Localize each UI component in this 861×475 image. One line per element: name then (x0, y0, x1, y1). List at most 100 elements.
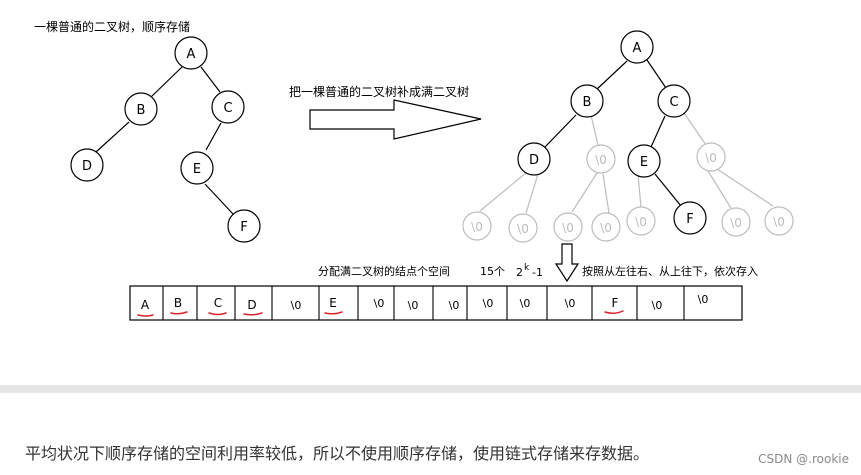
svg-text:\0: \0 (600, 221, 612, 235)
svg-text:\0: \0 (773, 215, 785, 229)
array-cell: \0 (565, 297, 576, 310)
array-cell: \0 (652, 299, 663, 312)
underline-a (137, 314, 154, 317)
null-node: \0 (586, 144, 616, 174)
edge-c-e (205, 122, 222, 151)
array-cell: \0 (520, 297, 531, 310)
null-node: \0 (553, 212, 583, 242)
full-node-label: E (640, 155, 648, 170)
edge-a-b (150, 66, 183, 98)
left-tree-node-e: E (180, 151, 214, 185)
array-cell: D (247, 298, 256, 312)
left-tree-edges (95, 66, 234, 215)
array-cell: A (141, 298, 150, 312)
array-cell: \0 (449, 299, 460, 312)
underline-b (170, 311, 188, 315)
underline-d (243, 312, 263, 316)
null-node: \0 (696, 142, 726, 172)
array-cell: F (612, 296, 619, 310)
full-tree-null-nodes: \0 \0 \0 \0 \0 \0 \0 \0 (462, 142, 794, 243)
left-tree-node-b: B (124, 92, 158, 126)
svg-text:\0: \0 (730, 216, 742, 230)
full-tree-node-b: B (570, 84, 604, 118)
array-cell: \0 (483, 297, 494, 310)
edge-a-b (595, 60, 628, 91)
edge-faded (683, 112, 707, 146)
array-note-order: 按照从左往右、从上往下，依次存入 (582, 264, 758, 278)
full-node-label: D (529, 153, 539, 168)
underline-c (208, 312, 227, 316)
svg-text:\0: \0 (562, 221, 574, 235)
edge-faded (479, 171, 528, 212)
array-dividers (162, 286, 685, 320)
full-tree-node-c: C (657, 84, 691, 118)
array-cell: C (214, 296, 222, 310)
edge-faded (707, 170, 732, 209)
edge-c-e (650, 115, 666, 148)
edge-e-f (654, 173, 682, 207)
array-cell: E (329, 296, 337, 310)
null-node: \0 (764, 206, 794, 236)
full-tree-node-f: F (673, 201, 707, 235)
left-title: 一棵普通的二叉树，顺序存储 (34, 19, 190, 34)
formula-tail: -1 (532, 266, 543, 279)
right-arrow-icon (309, 99, 482, 140)
left-node-label: A (187, 47, 196, 62)
left-tree-node-a: A (174, 36, 208, 70)
left-tree-node-c: C (211, 90, 245, 124)
array-cell: B (174, 296, 182, 310)
edge-a-c (200, 66, 221, 93)
edge-b-d (95, 121, 130, 153)
svg-text:\0: \0 (705, 151, 717, 165)
null-node: \0 (508, 213, 538, 243)
full-tree-node-e: E (627, 144, 661, 178)
body-caption: 平均状况下顺序存储的空间利用率较低，所以不使用顺序存储，使用链式存储来存数据。 (25, 444, 650, 463)
left-node-label: D (82, 159, 92, 174)
diagram-area: 一棵普通的二叉树，顺序存储 A B C D E F 把一棵普通的二叉树补成满二叉… (34, 19, 794, 321)
left-tree-node-f: F (227, 209, 261, 243)
array-cell: \0 (408, 299, 419, 312)
edge-a-c (646, 59, 667, 89)
full-tree-node-a: A (620, 30, 654, 64)
left-node-label: F (240, 220, 247, 235)
edge-faded (713, 166, 774, 207)
edge-faded (602, 173, 610, 214)
array-cell: \0 (291, 299, 302, 312)
full-node-label: B (583, 95, 592, 110)
formula-base: 2 (516, 266, 523, 279)
full-tree-solid-edges (544, 59, 682, 207)
section-divider (0, 385, 861, 393)
edge-faded (525, 173, 539, 214)
edge-faded (590, 114, 599, 146)
edge-b-d (544, 114, 577, 148)
full-tree-faded-edges (479, 112, 774, 214)
svg-text:\0: \0 (595, 153, 607, 167)
left-node-label: E (193, 162, 201, 177)
null-node: \0 (626, 206, 656, 236)
edge-faded (571, 172, 598, 213)
storage-array (129, 285, 743, 321)
array-cell: \0 (698, 293, 709, 306)
svg-text:\0: \0 (635, 215, 647, 229)
full-node-label: A (633, 41, 642, 56)
null-node: \0 (591, 212, 621, 242)
edge-faded (637, 174, 642, 208)
array-note-count: 15个 (480, 265, 505, 278)
down-arrow-icon (554, 243, 580, 283)
full-node-label: C (669, 95, 678, 110)
underline-e (324, 311, 343, 315)
full-tree-node-d: D (517, 142, 551, 176)
underline-f (604, 310, 624, 315)
array-cell: \0 (374, 297, 385, 310)
edge-e-f (204, 183, 234, 215)
arrow-label: 把一棵普通的二叉树补成满二叉树 (289, 84, 469, 99)
null-node: \0 (721, 207, 751, 237)
diagram-svg: 一棵普通的二叉树，顺序存储 A B C D E F 把一棵普通的二叉树补成满二叉… (34, 19, 794, 321)
svg-text:\0: \0 (517, 222, 529, 236)
red-underlines (137, 310, 624, 317)
formula-exponent: k (524, 263, 530, 273)
array-note-prefix: 分配满二叉树的结点个空间 (318, 264, 450, 278)
left-tree-node-d: D (70, 148, 104, 182)
left-node-label: C (223, 101, 232, 116)
watermark: CSDN @.rookie (758, 452, 849, 466)
